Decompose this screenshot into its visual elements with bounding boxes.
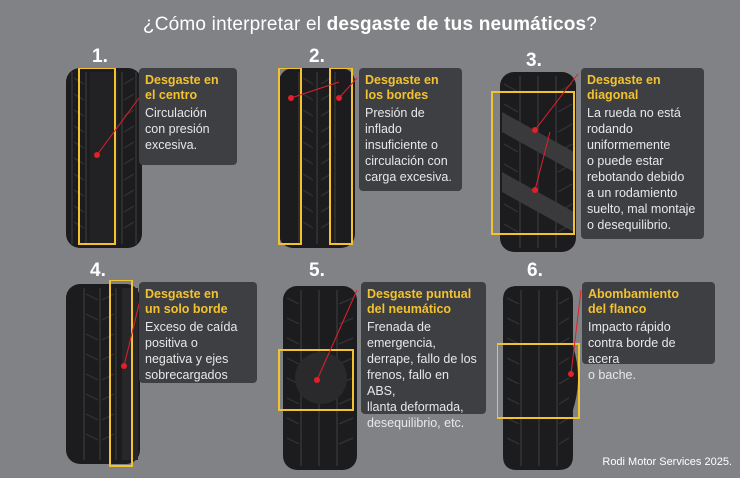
- panel-diagonal-wear: 3. Desgaste en diagonal La rueda no está…: [490, 46, 720, 252]
- card-description: Presión de inflado insuficiente o circul…: [365, 106, 452, 184]
- panel-number: 6.: [527, 260, 543, 281]
- info-card: Desgaste en los bordes Presión de inflad…: [359, 68, 462, 191]
- card-description: Frenada de emergencia, derrape, fallo de…: [367, 320, 477, 430]
- panel-number: 1.: [92, 46, 108, 67]
- panel-single-edge-wear: 4. Desgaste en un solo borde Exceso de c…: [64, 260, 294, 467]
- title-bold: desgaste de tus neumáticos: [326, 14, 587, 35]
- card-title: Abombamiento del flanco: [588, 287, 679, 316]
- card-title: Desgaste puntual del neumático: [367, 287, 472, 316]
- panel-number: 3.: [526, 50, 542, 71]
- credit-text: Rodi Motor Services 2025.: [602, 456, 732, 468]
- info-card: Desgaste en diagonal La rueda no está ro…: [581, 68, 704, 239]
- info-card: Desgaste en un solo borde Exceso de caíd…: [139, 282, 257, 383]
- tire-icon: [66, 280, 143, 467]
- panel-number: 2.: [309, 46, 325, 67]
- page-title: ¿Cómo interpretar el desgaste de tus neu…: [0, 14, 740, 36]
- card-title: Desgaste en diagonal: [587, 73, 661, 102]
- info-card: Desgaste puntual del neumático Frenada d…: [361, 282, 486, 430]
- card-title: Desgaste en un solo borde: [145, 287, 228, 316]
- panel-sidewall-bulge: 6. Abombamiento del flanco Impacto rápid…: [497, 260, 727, 470]
- panel-number: 4.: [90, 260, 106, 281]
- info-card: Abombamiento del flanco Impacto rápido c…: [582, 282, 715, 382]
- panel-center-wear: 1. Desgaste en el centro Circulación con…: [64, 46, 294, 248]
- card-description: Impacto rápido contra borde de acera o b…: [588, 320, 676, 382]
- title-prefix: ¿Cómo interpretar el: [142, 14, 327, 35]
- panel-edge-wear: 2. Desgaste en los bordes Presión de inf…: [277, 46, 507, 248]
- panel-number: 5.: [309, 260, 325, 281]
- tire-icon: [491, 72, 579, 252]
- card-description: Circulación con presión excesiva.: [145, 106, 210, 152]
- info-card: Desgaste en el centro Circulación con pr…: [139, 68, 237, 165]
- title-suffix: ?: [586, 14, 598, 35]
- tire-icon: [497, 286, 582, 470]
- panel-spot-wear: 5. Desgaste puntual del neumático Frenad…: [277, 260, 507, 470]
- card-description: Exceso de caída positiva o negativa y ej…: [145, 320, 238, 382]
- card-title: Desgaste en los bordes: [365, 73, 439, 102]
- card-description: La rueda no está rodando uniformemente o…: [587, 106, 696, 232]
- tire-icon: [278, 68, 357, 248]
- tire-icon: [278, 286, 358, 470]
- tire-icon: [66, 68, 142, 248]
- card-title: Desgaste en el centro: [145, 73, 219, 102]
